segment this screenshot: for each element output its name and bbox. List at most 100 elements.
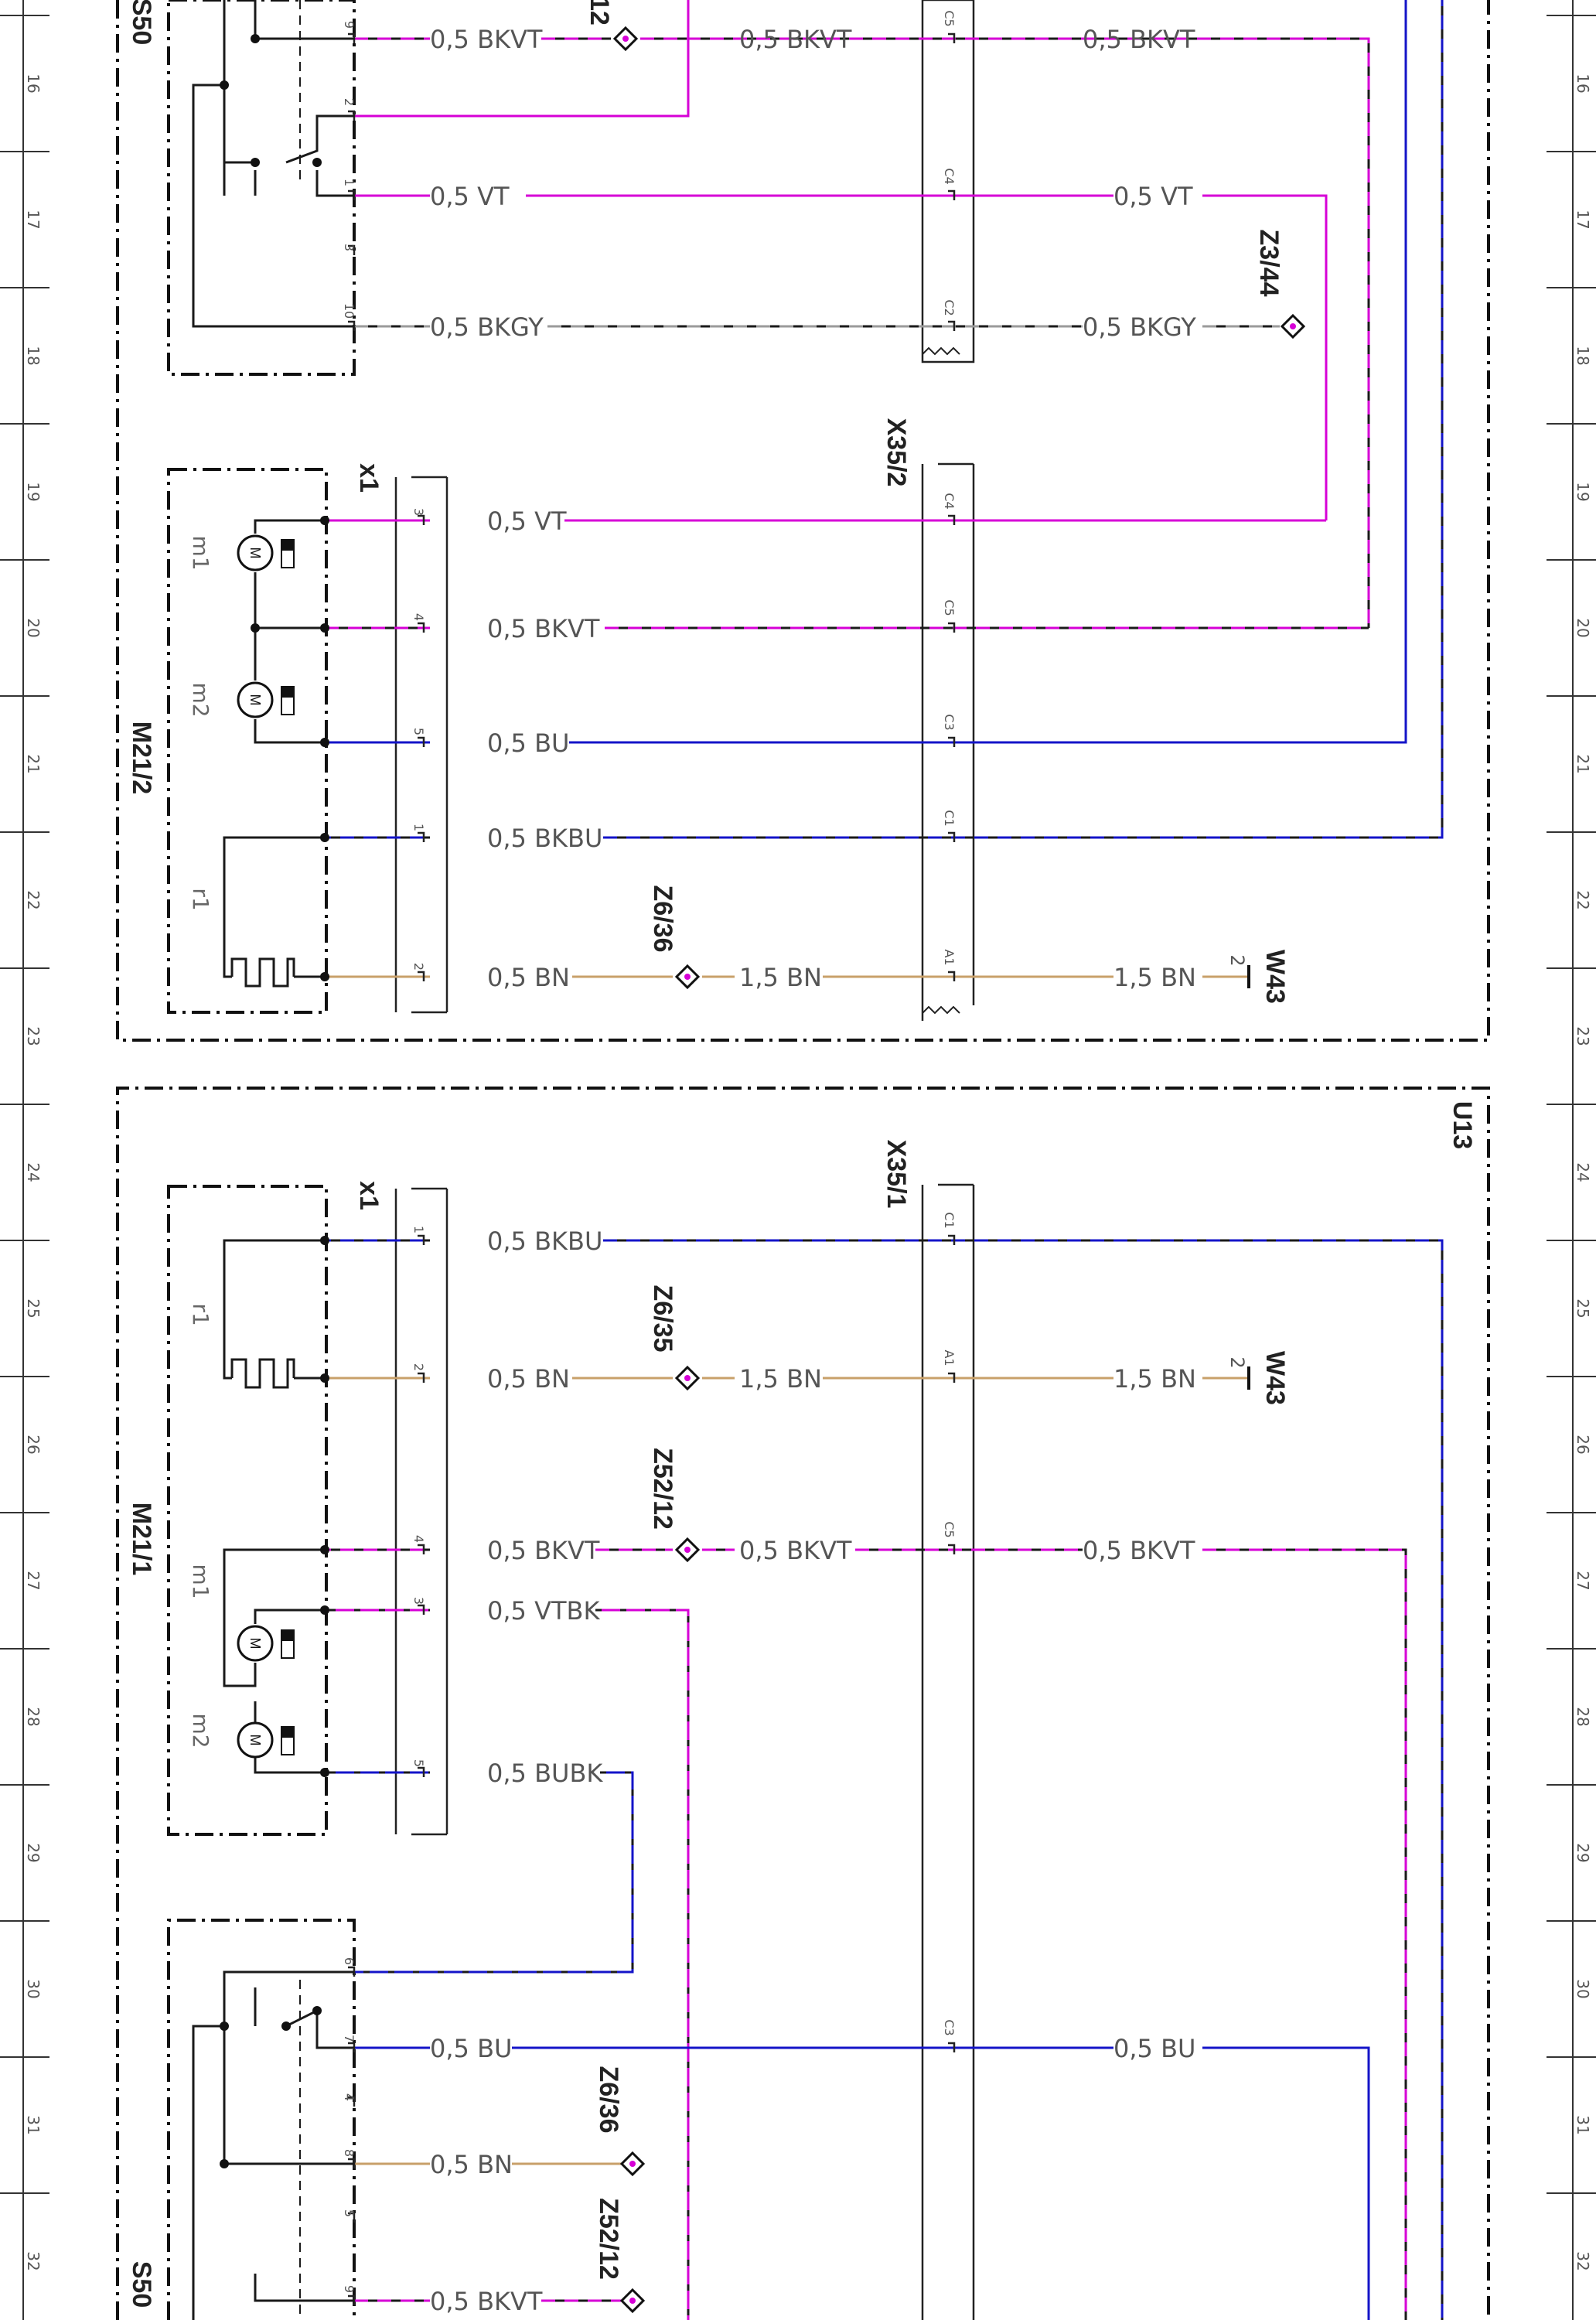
motor-m1-bottom: M — [237, 1625, 295, 1662]
wire-label: 0,5 BU — [487, 728, 569, 758]
pin-label: 2 — [411, 1363, 426, 1371]
ruler-label-24-right: 24 — [1574, 1162, 1592, 1182]
ruler-label-21-right: 21 — [1574, 754, 1592, 773]
node-dot — [281, 2021, 291, 2031]
comp-m1-bottom: m1 — [188, 1564, 213, 1598]
ruler-label-22-right: 22 — [1574, 890, 1592, 909]
wire-bu-s50-pin7 — [354, 2046, 1370, 2320]
wire-label: 0,5 BKVT — [739, 25, 852, 54]
wire-label: 1,5 BN — [1113, 963, 1196, 992]
node-dot — [320, 738, 329, 747]
pin-label: C1 — [942, 1212, 957, 1228]
wire-label: 0,5 BKVT — [1083, 1536, 1195, 1565]
left-ruler — [0, 0, 49, 2320]
s50-bottom-label: S50 — [127, 2261, 156, 2308]
pin-label: 9 — [342, 2285, 356, 2293]
pin-label: 5 — [411, 728, 426, 735]
ruler-label-29-right: 29 — [1574, 1843, 1592, 1862]
pin-label: 5 — [411, 1759, 426, 1767]
ruler-label-26-right: 26 — [1574, 1435, 1592, 1454]
wire-bkvt-row1 — [354, 37, 1370, 628]
pin-label: 7 — [342, 2035, 356, 2042]
ruler-label-24: 24 — [24, 1162, 43, 1182]
comp-m1-top: m1 — [188, 535, 213, 570]
wire-label: 0,5 BU — [430, 2034, 512, 2063]
wire-label: 0,5 BKGY — [430, 312, 544, 342]
pin-label: C4 — [942, 168, 957, 184]
pin-label: A1 — [942, 1349, 957, 1366]
pin-label: 3 — [411, 1597, 426, 1605]
r1-bottom-resistor — [230, 1358, 295, 1389]
wire-label: 0,5 BKGY — [1083, 312, 1196, 342]
r1-top-resistor — [230, 957, 295, 988]
splice-z6-35-label: Z6/35 — [648, 1285, 677, 1353]
wire-label: 0,5 BKVT — [487, 1536, 600, 1565]
wire-label: 0,5 BKVT — [430, 2287, 543, 2316]
node-dot — [320, 833, 329, 842]
pin-label: C5 — [942, 10, 957, 26]
node-dot — [320, 623, 329, 633]
pin-label: C5 — [942, 599, 957, 616]
s50-bottom-housing — [167, 1919, 356, 2320]
x35-1-label: X35/1 — [882, 1140, 911, 1209]
node-dot — [320, 516, 329, 525]
node-dot — [320, 1373, 329, 1383]
motor-letter: M — [247, 1638, 263, 1650]
splice-dot — [1290, 323, 1296, 329]
ruler-label-30-right: 30 — [1574, 1979, 1592, 1998]
m21-1-label: M21/1 — [127, 1503, 156, 1576]
pin-label: 4 — [342, 2093, 356, 2101]
ruler-label-32: 32 — [24, 2251, 43, 2271]
splice-z52-12-bottom-label: Z52/12 — [594, 2198, 623, 2280]
splice-z6-36-bottom-label: Z6/36 — [594, 2066, 623, 2134]
ruler-label-25: 25 — [24, 1298, 43, 1318]
upper-module-boundary — [116, 0, 1490, 1042]
node-dot — [320, 1545, 329, 1554]
m21-1-housing — [167, 1185, 328, 1836]
ruler-label-27-right: 27 — [1574, 1571, 1592, 1590]
wire-label: 0,5 BU — [1113, 2034, 1195, 2063]
pin-label: 2 — [342, 98, 356, 106]
ruler-label-19: 19 — [24, 482, 43, 501]
splice-dot — [629, 2161, 636, 2167]
motor-m2-top: M — [237, 681, 295, 718]
cut-mark-x35-2-bottom — [922, 1005, 960, 1015]
m21-1-internal-wiring — [223, 1239, 325, 1774]
splice-dot — [684, 974, 691, 980]
pin-label: C3 — [942, 2019, 957, 2035]
ruler-label-23-right: 23 — [1574, 1026, 1592, 1046]
splice-z3-44-label: Z3/44 — [1254, 230, 1284, 297]
x1-bottom-label: x1 — [354, 1181, 384, 1210]
pin-label: 1 — [411, 1226, 426, 1233]
ruler-label-26: 26 — [24, 1435, 43, 1454]
pin-label: 3 — [411, 508, 426, 516]
wire-label: 0,5 VT — [1113, 182, 1193, 211]
x1-top-connector-body — [394, 476, 448, 1014]
ruler-label-21: 21 — [24, 754, 43, 773]
wire-label: 0,5 VT — [430, 182, 510, 211]
wire-vt-row2 — [354, 194, 1328, 520]
m21-2-housing — [167, 468, 328, 1014]
pin-label: C3 — [942, 714, 957, 730]
ruler-label-19-right: 19 — [1574, 482, 1592, 501]
motor-letter: M — [247, 1735, 263, 1746]
pin-label: 4 — [411, 1535, 426, 1543]
x1-bottom-connector-body — [394, 1187, 448, 1836]
splice-dot — [684, 1547, 691, 1553]
motor-m2-bottom: M — [237, 1721, 295, 1759]
node-dot — [320, 1605, 329, 1615]
motor-m1-top: M — [237, 534, 295, 571]
right-ruler — [1547, 0, 1596, 2320]
ruler-label-28-right: 28 — [1574, 1707, 1592, 1726]
wire-label: 1,5 BN — [1113, 1364, 1196, 1394]
wire-label: 0,5 BKBU — [487, 824, 602, 853]
pin-label: 6 — [342, 1957, 356, 1965]
wire-label: 0,5 BUBK — [487, 1759, 603, 1788]
wire-label: 0,5 VTBK — [487, 1596, 600, 1626]
comp-r1-bottom: r1 — [188, 1303, 213, 1325]
fragment-12-label: 12 — [585, 0, 614, 26]
node-dot — [220, 2021, 229, 2031]
node-dot — [312, 2006, 322, 2015]
x35-1-connector-body — [921, 1183, 975, 2320]
ruler-label-22: 22 — [24, 890, 43, 909]
